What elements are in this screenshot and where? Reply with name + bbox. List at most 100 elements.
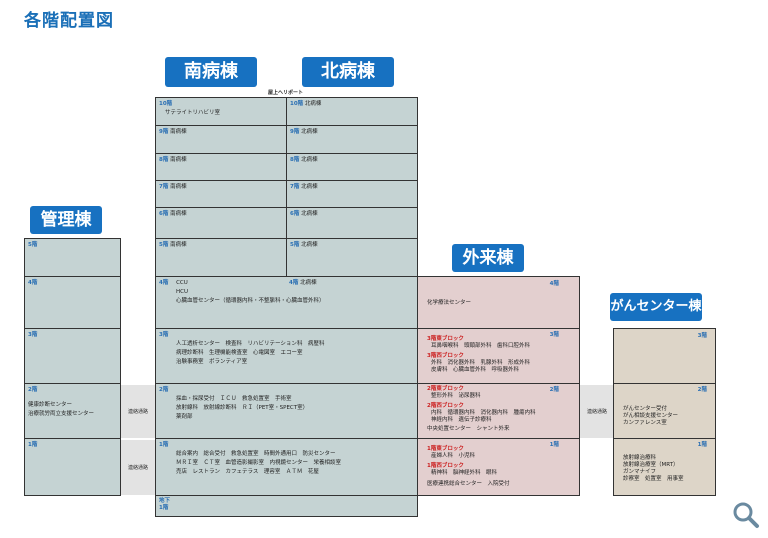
room-label: 北病棟 bbox=[304, 101, 322, 107]
floor-label: 3階 bbox=[159, 332, 169, 338]
room-label: 化学療法センター bbox=[427, 300, 472, 306]
magnifier-icon[interactable] bbox=[731, 500, 761, 530]
room-label: 南病棟 bbox=[170, 211, 187, 217]
floor-label: 4階 bbox=[159, 280, 169, 286]
block-heading: 1階西ブロック bbox=[427, 463, 464, 469]
central-3f: 3階 人工透析センター 検査科 リハビリテーション科 病歴科 病理診断科 生理機… bbox=[155, 328, 418, 384]
admin-1f: 1階 bbox=[24, 438, 121, 496]
floor-label: 4階 bbox=[289, 280, 299, 286]
block-heading: 1階東ブロック bbox=[427, 446, 464, 452]
floor-label: 2階 bbox=[697, 387, 707, 393]
room-label: 病理診断科 生理機能検査室 心電図室 エコー室 bbox=[176, 350, 303, 356]
south-ward-8f: 8階 南病棟 bbox=[155, 153, 287, 181]
room-label: 南病棟 bbox=[170, 157, 187, 163]
floor-label: 5階 bbox=[290, 242, 300, 248]
room-label: 北病棟 bbox=[301, 242, 318, 248]
room-label: 健康診断センター bbox=[28, 402, 73, 408]
room-label: 精神科 脳神経外科 眼科 bbox=[431, 470, 498, 476]
room-label: 北病棟 bbox=[300, 280, 317, 286]
floor-label: 3階 bbox=[28, 332, 38, 338]
floor-label: 3階 bbox=[549, 332, 559, 338]
central-2f: 2階 採血・採尿受付 ＩＣＵ 救急処置室 手術室 放射線科 放射線診断科 ＲＩ（… bbox=[155, 383, 418, 439]
admin-3f: 3階 bbox=[24, 328, 121, 384]
outpatient-2f: 2階 2階東ブロック 整形外科 泌尿器科 2階西ブロック 内科 循環器内科 消化… bbox=[417, 383, 580, 439]
floor-label: 1階 bbox=[28, 442, 38, 448]
room-label: 放射線科 放射線診断科 ＲＩ（PET室・SPECT室） bbox=[176, 405, 309, 411]
room-label: 総合案内 総合受付 救急処置室 時間外通用口 防災センター bbox=[176, 451, 336, 457]
block-heading: 2階西ブロック bbox=[427, 403, 464, 409]
floor-label: 6階 bbox=[159, 211, 169, 217]
room-label: HCU bbox=[176, 289, 189, 295]
central-b1: 地下 1階 bbox=[155, 495, 418, 517]
room-label: 診察室 処置室 用事室 bbox=[623, 476, 684, 482]
north-ward-6f: 6階 北病棟 bbox=[286, 207, 418, 239]
room-label: 外科 消化器外科 乳腺外科 形成外科 皮膚科 心臓血管外科 呼吸器外科 bbox=[431, 360, 531, 373]
room-label: 採血・採尿受付 ＩＣＵ 救急処置室 手術室 bbox=[176, 396, 292, 402]
room-label: 南病棟 bbox=[170, 129, 187, 135]
south-ward-6f: 6階 南病棟 bbox=[155, 207, 287, 239]
floor-label: 10階 bbox=[159, 101, 173, 107]
admin-building-label: 管理棟 bbox=[30, 206, 102, 234]
room-label: 売店 レストラン カフェテラス 理容室 ＡＴＭ 花屋 bbox=[176, 469, 319, 475]
floor-label: 1階 bbox=[159, 442, 169, 448]
north-ward-10f: 10階 北病棟 bbox=[286, 97, 418, 126]
north-ward-8f: 8階 北病棟 bbox=[286, 153, 418, 181]
outpatient-4f: 4階 化学療法センター bbox=[417, 276, 580, 329]
room-label: 心臓血管センター（循環器内科・不整脈科・心臓血管外科） bbox=[176, 298, 325, 304]
central-4f: 4階 CCU 4階 北病棟 HCU 心臓血管センター（循環器内科・不整脈科・心臓… bbox=[155, 276, 418, 329]
cancer-center-label: がんセンター棟 bbox=[610, 293, 702, 321]
floor-label: 6階 bbox=[290, 211, 300, 217]
floor-label: 2階 bbox=[549, 387, 559, 393]
room-label: 産婦人科 小児科 bbox=[431, 453, 476, 459]
cancer-1f: 1階 放射線治療科 放射線治療室（MRT） ガンマナイフ 診察室 処置室 用事室 bbox=[613, 438, 716, 496]
floor-label: 7階 bbox=[290, 184, 300, 190]
south-ward-9f: 9階 南病棟 bbox=[155, 125, 287, 154]
floor-label: 5階 bbox=[159, 242, 169, 248]
room-label: 治験事務室 ボランティア室 bbox=[176, 359, 248, 365]
north-ward-7f: 7階 北病棟 bbox=[286, 180, 418, 208]
admin-5f: 5階 bbox=[24, 238, 121, 277]
cancer-2f: 2階 がんセンター受付 がん相談支援センター カンファレンス室 bbox=[613, 383, 716, 439]
connector-2f-right: 連絡通路 bbox=[580, 385, 614, 438]
north-ward-9f: 9階 北病棟 bbox=[286, 125, 418, 154]
connector-1f-left: 連絡通路 bbox=[121, 440, 155, 495]
block-heading: 3階西ブロック bbox=[427, 353, 464, 359]
floor-label: 2階 bbox=[159, 387, 169, 393]
room-label: 放射線治療科 bbox=[623, 455, 657, 461]
outpatient-3f: 3階 3階東ブロック 耳鼻咽喉科 頭頸部外科 歯科口腔外科 3階西ブロック 外科… bbox=[417, 328, 580, 384]
room-label: 内科 循環器内科 消化器内科 腫瘍内科 神経内科 遺伝子診療科 bbox=[431, 410, 536, 423]
room-label: がん相談支援センター bbox=[623, 413, 679, 419]
room-label: カンファレンス室 bbox=[623, 420, 667, 426]
room-label: 中央処置センター シャント外来 bbox=[427, 426, 510, 432]
page-title: 各階配置図 bbox=[24, 11, 114, 31]
central-1f: 1階 総合案内 総合受付 救急処置室 時間外通用口 防災センター ＭＲＩ室 ＣＴ… bbox=[155, 438, 418, 496]
room-label: 南病棟 bbox=[170, 184, 187, 190]
outpatient-building-label: 外来棟 bbox=[452, 244, 524, 272]
floor-label: 4階 bbox=[549, 281, 559, 287]
room-label: がんセンター受付 bbox=[623, 406, 668, 412]
room-label: 南病棟 bbox=[170, 242, 187, 248]
south-ward-10f: 10階 サテライトリハビリ室 bbox=[155, 97, 287, 126]
north-ward-label: 北病棟 bbox=[302, 57, 394, 87]
cancer-3f: 3階 bbox=[613, 328, 716, 384]
floor-label: 8階 bbox=[159, 157, 169, 163]
room-label: 薬剤部 bbox=[176, 414, 193, 420]
floor-label: 1階 bbox=[159, 505, 169, 511]
connector-2f-left: 連絡通路 bbox=[121, 385, 155, 438]
room-label: 北病棟 bbox=[301, 157, 318, 163]
room-label: 放射線治療室（MRT） bbox=[623, 462, 679, 468]
block-heading: 3階東ブロック bbox=[427, 336, 464, 342]
room-label: ガンマナイフ bbox=[623, 469, 657, 475]
floor-label: 9階 bbox=[159, 129, 169, 135]
floor-label: 5階 bbox=[28, 242, 38, 248]
room-label: 人工透析センター 検査科 リハビリテーション科 病歴科 bbox=[176, 341, 325, 347]
floor-label: 10階 bbox=[290, 101, 304, 107]
south-ward-7f: 7階 南病棟 bbox=[155, 180, 287, 208]
room-label: 北病棟 bbox=[301, 211, 318, 217]
floor-label: 4階 bbox=[28, 280, 38, 286]
north-ward-5f: 5階 北病棟 bbox=[286, 238, 418, 277]
floor-label: 3階 bbox=[697, 333, 707, 339]
admin-4f: 4階 bbox=[24, 276, 121, 329]
room-label: サテライトリハビリ室 bbox=[165, 110, 221, 116]
room-label: 医療連携総合センター 入院受付 bbox=[427, 481, 510, 487]
